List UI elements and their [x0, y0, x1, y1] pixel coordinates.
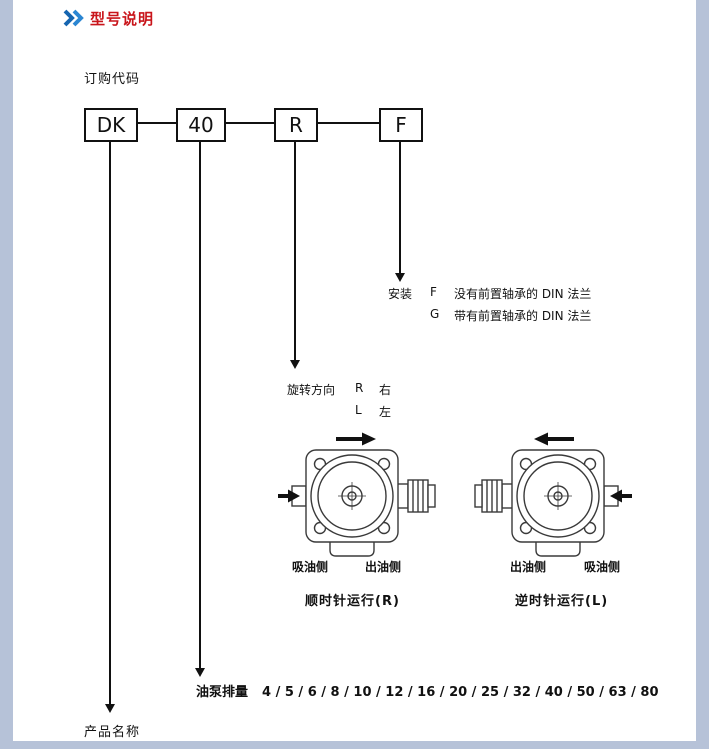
code-box-mounting: F: [379, 108, 423, 142]
rotation-code: R: [355, 381, 364, 395]
connector-line: [138, 122, 176, 124]
code-box-series: DK: [84, 108, 138, 142]
code-box-rotation: R: [274, 108, 318, 142]
pump-diagram-clockwise: [277, 431, 448, 560]
rotation-desc: 右: [379, 383, 392, 397]
port-label: 出油侧: [365, 560, 402, 574]
displacement-values: 4 / 5 / 6 / 8 / 10 / 12 / 16 / 20 / 25 /…: [262, 685, 659, 700]
code-box-displacement: 40: [176, 108, 226, 142]
pump-caption-clockwise: 顺时针运行(R): [305, 594, 400, 609]
pump-caption-counterclockwise: 逆时针运行(L): [515, 594, 609, 609]
product-name-label: 产品名称: [84, 725, 141, 740]
mounting-label: 安装: [388, 287, 413, 301]
rotation-legend: 旋转方向 R 右 L 左: [287, 381, 391, 420]
mounting-desc: 带有前置轴承的 DIN 法兰: [454, 309, 592, 323]
port-label: 吸油侧: [584, 560, 621, 574]
section-title: 型号说明: [90, 10, 155, 28]
displacement-label: 油泵排量: [196, 685, 249, 700]
rotation-label: 旋转方向: [287, 383, 336, 397]
down-arrow-icon: [105, 704, 115, 713]
mounting-desc: 没有前置轴承的 DIN 法兰: [454, 287, 592, 301]
connector-line: [318, 122, 379, 124]
pump-diagram-counterclockwise: [462, 431, 633, 560]
order-code-label: 订购代码: [84, 72, 141, 87]
rotation-desc: 左: [379, 405, 392, 419]
port-label: 出油侧: [510, 560, 547, 574]
rotation-code: L: [355, 403, 362, 417]
mounting-legend: 安装 F 没有前置轴承的 DIN 法兰 G 带有前置轴承的 DIN 法兰: [388, 285, 591, 324]
double-chevron-icon: [62, 9, 86, 31]
connector-line: [224, 122, 274, 124]
displacement-row: 油泵排量 4 / 5 / 6 / 8 / 10 / 12 / 16 / 20 / …: [196, 681, 659, 700]
connector-line-series: [109, 140, 111, 704]
page-frame-left: [0, 0, 13, 749]
connector-line-rotation: [294, 140, 296, 360]
connector-line-mounting: [399, 140, 401, 273]
mounting-code: G: [430, 307, 440, 321]
down-arrow-icon: [290, 360, 300, 369]
port-label: 吸油侧: [292, 560, 329, 574]
page-frame-right: [696, 0, 709, 749]
down-arrow-icon: [395, 273, 405, 282]
down-arrow-icon: [195, 668, 205, 677]
connector-line-displacement: [199, 140, 201, 668]
page-frame-bottom: [0, 741, 709, 749]
mounting-code: F: [430, 285, 437, 299]
